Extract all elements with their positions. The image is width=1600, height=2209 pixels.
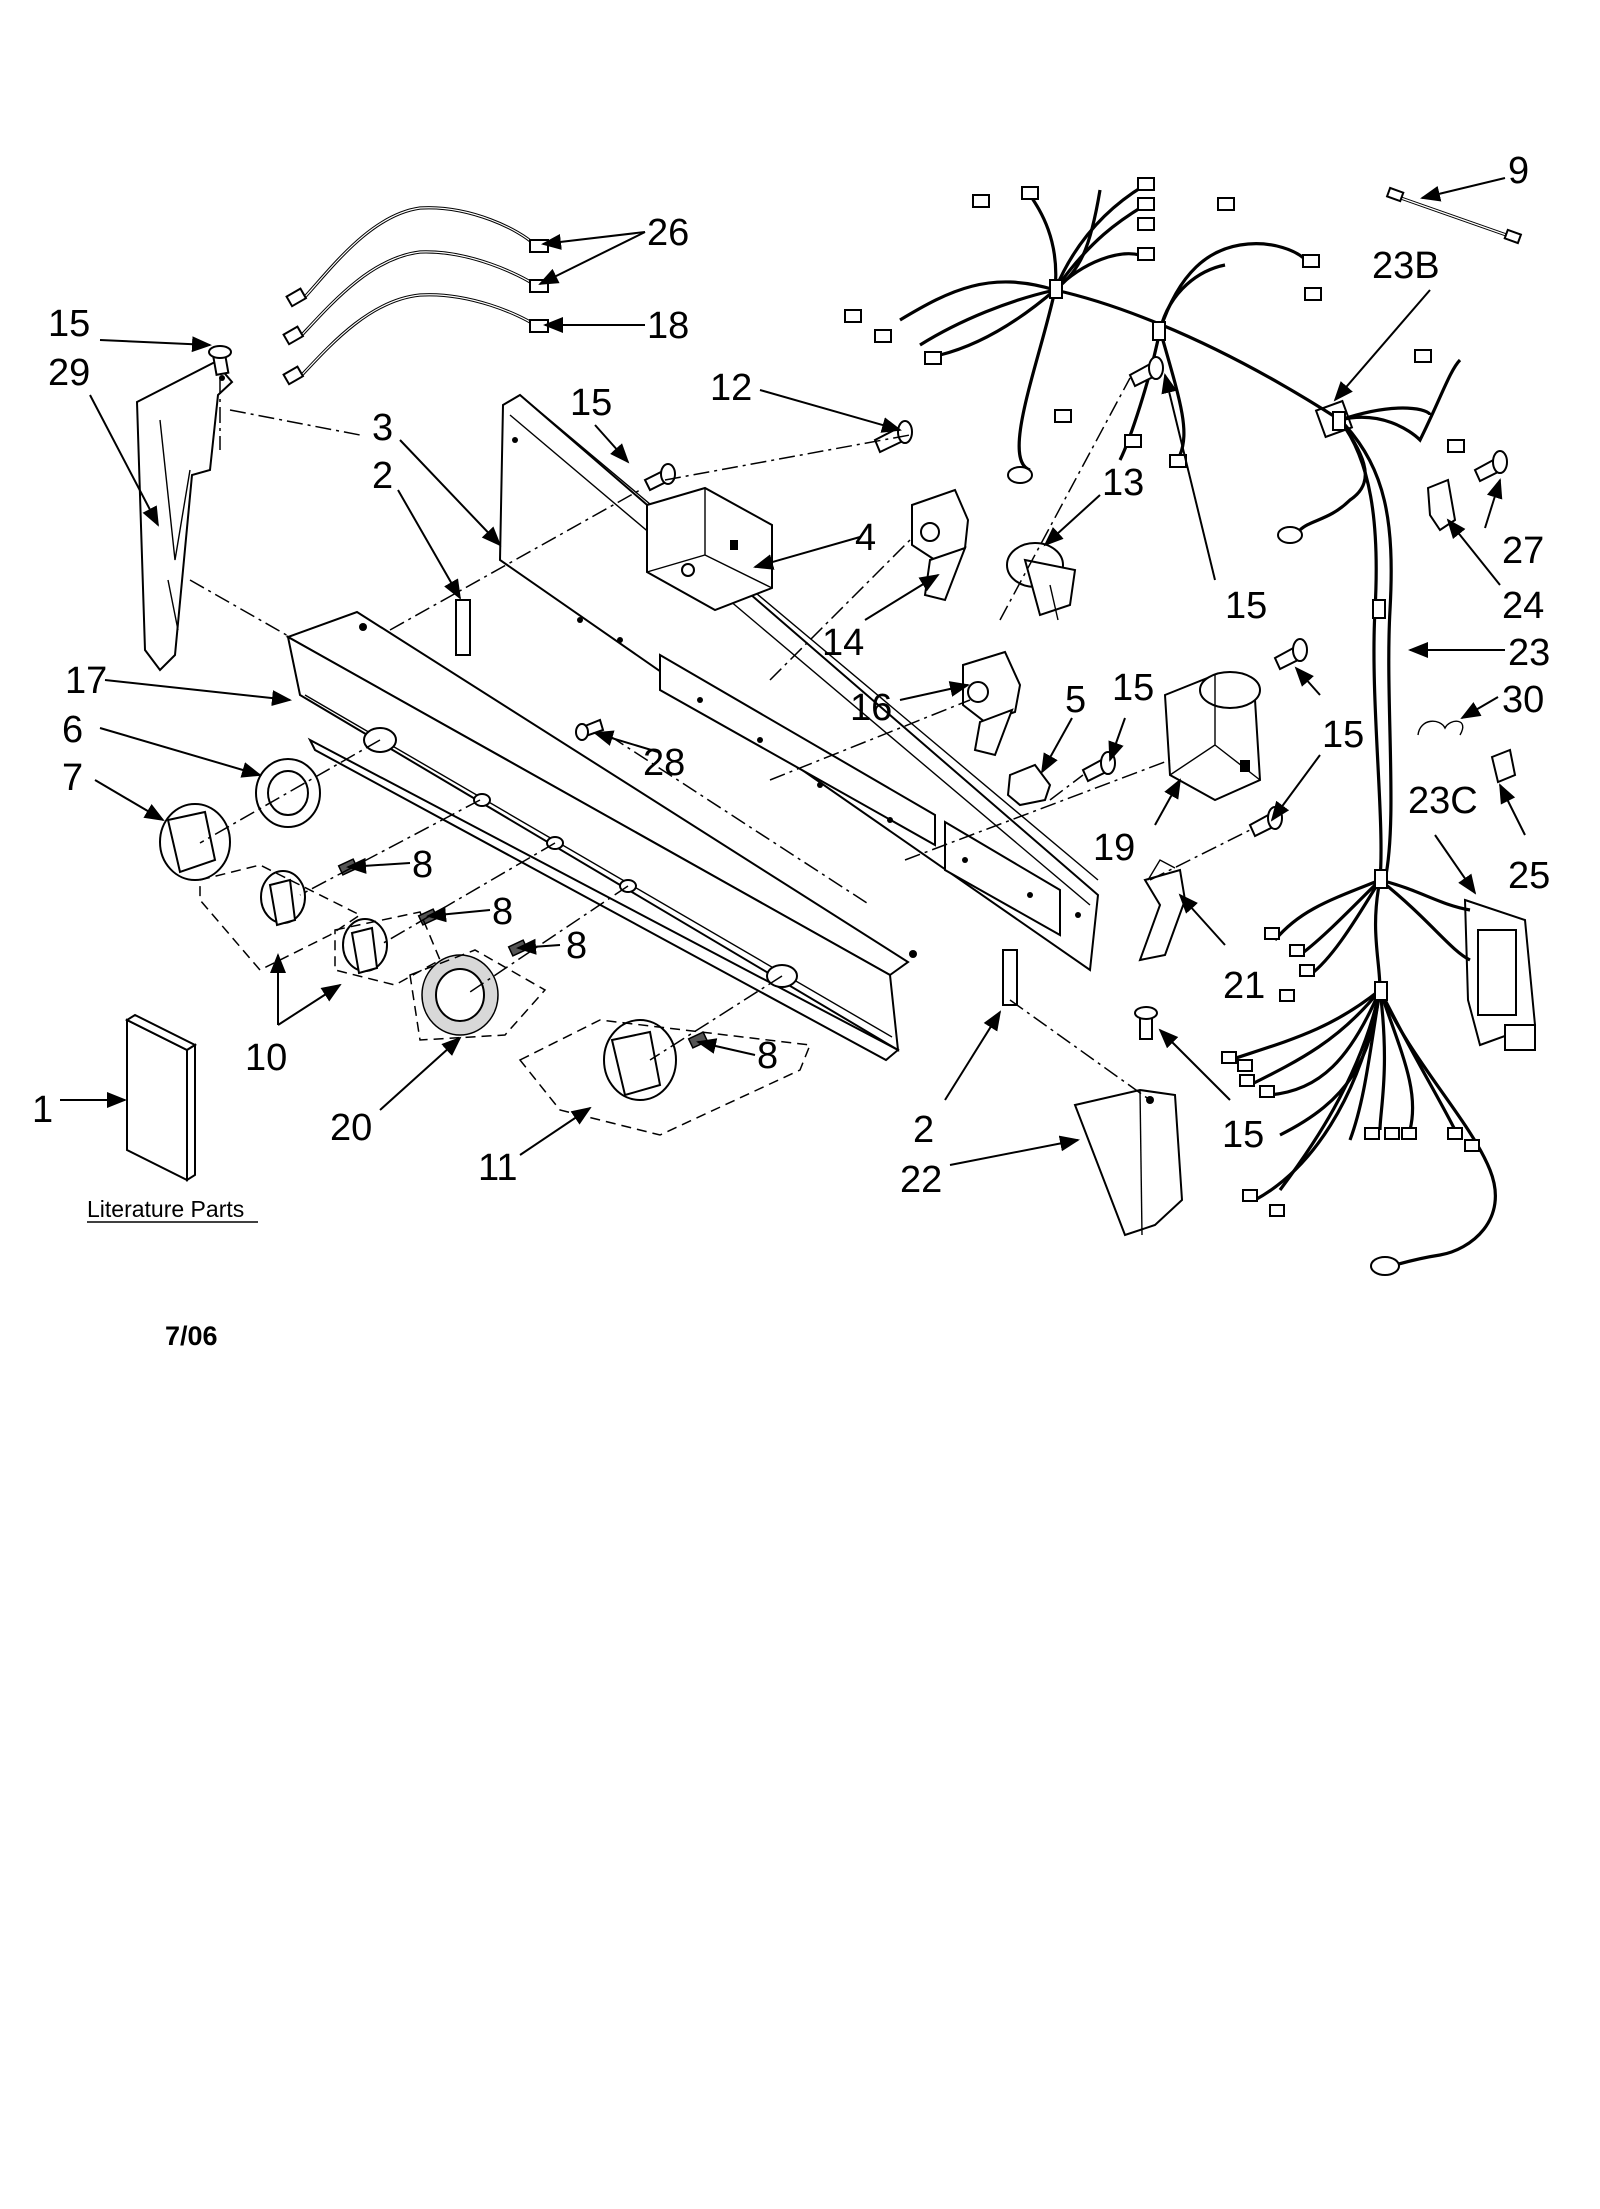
callout-8-fourth: 8 [757,1035,778,1077]
knob-bezel [255,758,321,828]
harness-tie [1152,321,1166,341]
large-knob [603,1019,677,1101]
screw-icon [1273,638,1308,671]
callout-23b: 23B [1372,245,1440,287]
callout-6: 6 [62,709,83,751]
literature-parts-label: Literature Parts [87,1196,244,1222]
callout-15-module: 15 [570,382,612,424]
callout-25: 25 [1508,855,1550,897]
callout-15-top-left: 15 [48,303,90,345]
small-knob [342,918,388,975]
callout-15-timer: 15 [1322,714,1364,756]
harness-connector-block [1463,898,1537,1051]
callout-17: 17 [65,660,107,702]
ring-terminal [1007,466,1033,484]
callout-14: 14 [822,622,864,664]
callout-15-bottom: 15 [1222,1114,1264,1156]
callout-11: 11 [478,1147,517,1189]
callout-2-left: 2 [372,455,393,497]
callout-20: 20 [330,1107,372,1149]
standoff-spacer [455,599,471,656]
callout-8-third: 8 [566,925,587,967]
callout-2-right: 2 [913,1109,934,1151]
harness-clip [1490,748,1517,784]
small-knob [260,870,306,927]
ring-terminal [1277,526,1303,544]
screw-icon [575,718,605,741]
callout-26: 26 [647,212,689,254]
callout-7: 7 [62,757,83,799]
callout-labels: 26 18 9 23B 15 29 3 2 15 12 4 13 14 15 1… [32,150,1550,1201]
callout-18: 18 [647,305,689,347]
screw-icon [1128,356,1164,388]
harness-tie [1049,279,1063,299]
selector-switch [962,650,1022,757]
wire-tie-part [1417,720,1464,736]
group-outline [199,864,362,971]
assembly-lines [189,377,1251,1101]
callout-15-right: 15 [1225,585,1267,627]
screw-icon [1473,450,1508,483]
callout-24: 24 [1502,585,1544,627]
callout-15-clip: 15 [1112,667,1154,709]
callout-4: 4 [855,517,876,559]
harness-tie [1332,411,1346,431]
harness-tie [1374,981,1388,1001]
callout-arrows [60,177,1526,1166]
screw-icon [1081,751,1116,783]
right-end-cap [1073,1088,1184,1237]
timer-module [646,486,773,612]
callout-8-second: 8 [492,891,513,933]
callout-27: 27 [1502,530,1544,572]
harness-terminals [844,177,1480,1217]
callout-16: 16 [850,687,892,729]
connector-clip [1006,763,1052,807]
harness-tie [1372,599,1386,619]
screw-icon [1134,1006,1158,1040]
pressure-switch [1006,542,1077,621]
wire-fuse-part [1385,186,1523,245]
ring-terminal [1370,1256,1400,1276]
control-panel-console [285,610,917,1062]
callout-29: 29 [48,352,90,394]
callout-10: 10 [245,1037,287,1079]
callout-23c: 23C [1408,780,1478,822]
jumper-wire-assembly [282,206,549,386]
rotary-switch [911,488,970,602]
callout-22: 22 [900,1159,942,1201]
literature-booklet [124,1013,198,1182]
callout-12: 12 [710,367,752,409]
callout-30: 30 [1502,679,1544,721]
callout-23: 23 [1508,632,1550,674]
mounting-clip [1138,859,1187,962]
screw-icon [873,420,913,454]
group-outline [518,1019,812,1136]
callout-28: 28 [643,742,685,784]
control-knob [159,803,231,881]
callout-21: 21 [1223,965,1265,1007]
screw-icon [643,463,676,492]
callout-5: 5 [1065,679,1086,721]
left-end-bracket [135,360,234,672]
callout-1: 1 [32,1089,53,1131]
date-code: 7/06 [165,1321,218,1351]
push-button [421,954,499,1036]
callout-3: 3 [372,407,393,449]
harness-tie [1374,869,1388,889]
callout-8-first: 8 [412,844,433,886]
main-wiring-harness [899,183,1497,1267]
callout-19: 19 [1093,827,1135,869]
standoff-spacer [1002,949,1018,1006]
control-timer [1163,671,1262,802]
callout-9: 9 [1508,150,1529,192]
callout-13: 13 [1102,462,1144,504]
group-outline [409,949,547,1041]
